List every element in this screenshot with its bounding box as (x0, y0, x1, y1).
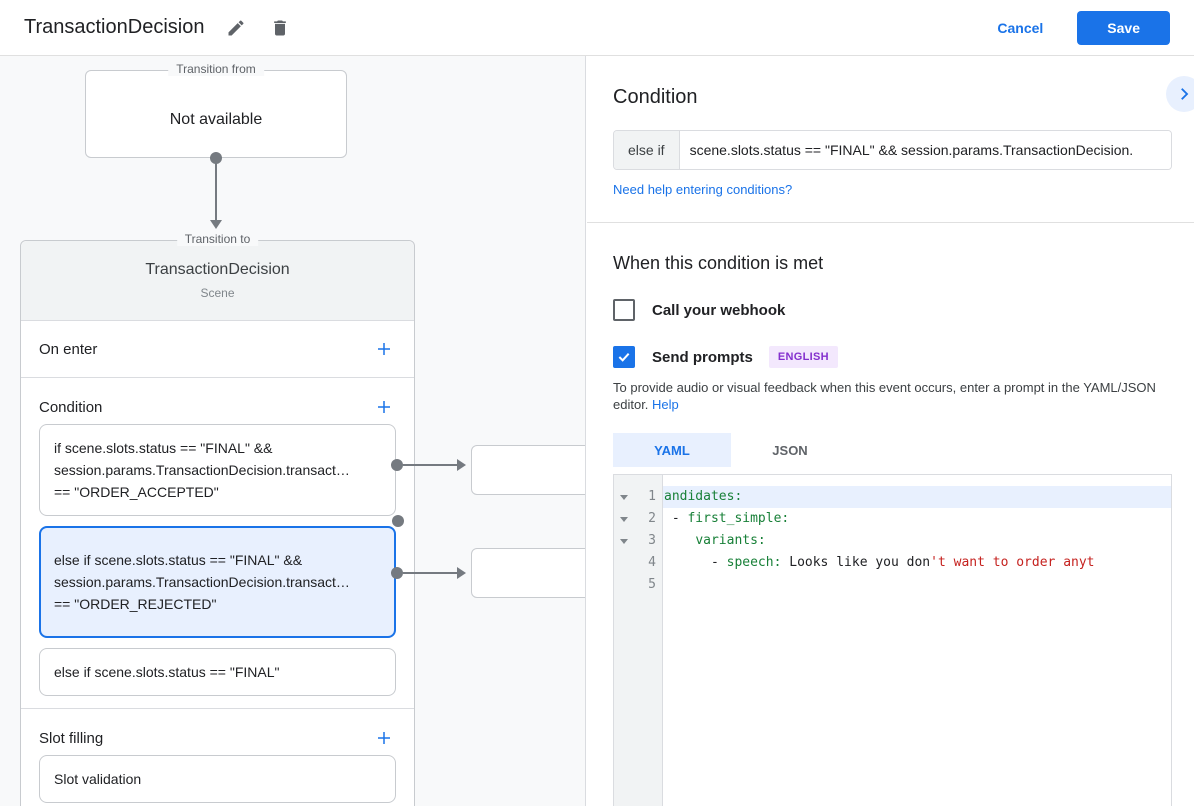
tab-yaml[interactable]: YAML (613, 433, 731, 467)
fold-toggle[interactable] (614, 494, 634, 500)
condition-card-accepted[interactable]: if scene.slots.status == "FINAL" && sess… (39, 424, 396, 516)
slot-filling-section-header: Slot filling (21, 721, 414, 755)
pencil-icon (228, 19, 244, 35)
yaml-key: first_simple: (687, 511, 790, 526)
fold-arrow-icon (620, 516, 628, 522)
language-badge: ENGLISH (768, 346, 838, 368)
transition-from-value: Not available (169, 111, 263, 128)
code-line: - speech: Looks like you don't want to o… (663, 552, 1171, 574)
line-number: 4 (648, 555, 656, 570)
slot-filling-label: Slot filling (39, 729, 104, 747)
chevron-right-icon (1181, 88, 1189, 100)
yaml-value: Looks like you don (781, 555, 931, 570)
line-number: 1 (648, 489, 656, 504)
yaml-key: speech: (726, 555, 782, 570)
arrow-right-icon (457, 567, 466, 579)
condition-input-group: else if (613, 130, 1172, 170)
condition-help-link[interactable]: Need help entering conditions? (613, 182, 793, 197)
add-on-enter-button[interactable] (372, 337, 396, 361)
fold-arrow-icon (620, 494, 628, 500)
condition-section-label: Condition (39, 398, 103, 416)
slot-validation-card[interactable]: Slot validation (39, 755, 396, 803)
send-prompts-row: Send prompts ENGLISH (613, 346, 1172, 368)
trash-icon (274, 20, 287, 35)
yaml-dash: - (664, 555, 727, 570)
connector-dot (210, 152, 222, 164)
transition-target-box[interactable] (471, 445, 585, 495)
fold-toggle[interactable] (614, 516, 634, 522)
fold-arrow-icon (620, 538, 628, 544)
line-number: 2 (648, 511, 656, 526)
yaml-indent (664, 533, 695, 548)
connector-line (403, 464, 457, 466)
transition-to-box: Transition to TransactionDecision Scene … (20, 232, 415, 806)
connector-line (403, 572, 457, 574)
on-enter-section: On enter (21, 321, 414, 378)
webhook-row: Call your webhook (613, 299, 1172, 321)
prompt-hint-text: To provide audio or visual feedback when… (613, 379, 1172, 413)
connector-line (215, 160, 217, 220)
arrow-down-icon (210, 220, 222, 229)
yaml-key: andidates: (664, 489, 743, 504)
send-prompts-checkbox[interactable] (613, 346, 635, 368)
check-icon (618, 352, 630, 362)
call-webhook-label: Call your webhook (652, 301, 786, 319)
line-number: 3 (648, 533, 656, 548)
on-enter-label: On enter (39, 340, 98, 358)
delete-scene-button[interactable] (268, 16, 292, 40)
edit-scene-button[interactable] (224, 16, 248, 40)
scene-name: TransactionDecision (145, 261, 290, 278)
condition-card-final[interactable]: else if scene.slots.status == "FINAL" (39, 648, 396, 696)
transition-target-box[interactable] (471, 548, 585, 598)
prompt-code-editor[interactable]: 1 2 3 4 5 andidates: - first_simple: var… (613, 474, 1172, 806)
collapse-panel-button[interactable] (1166, 76, 1194, 112)
cancel-button[interactable]: Cancel (997, 19, 1044, 36)
arrow-right-icon (457, 459, 466, 471)
plus-icon (378, 401, 390, 413)
scene-type-label: Scene (200, 286, 235, 300)
save-button[interactable]: Save (1077, 10, 1170, 45)
condition-card-rejected-selected[interactable]: else if scene.slots.status == "FINAL" &&… (39, 526, 396, 638)
transition-from-legend: Transition from (168, 62, 264, 76)
condition-output-dot[interactable] (391, 459, 403, 471)
yaml-dash: - (664, 511, 688, 526)
add-condition-button[interactable] (372, 395, 396, 419)
condition-prefix-label: else if (614, 131, 680, 169)
code-line (663, 574, 1171, 596)
condition-output-dot[interactable] (391, 567, 403, 579)
transition-from-box: Transition from Not available (85, 62, 347, 158)
panel-divider (587, 222, 1194, 223)
fold-toggle[interactable] (614, 538, 634, 544)
editor-gutter: 1 2 3 4 5 (614, 475, 663, 806)
line-number: 5 (648, 577, 656, 592)
page-title: TransactionDecision (24, 16, 205, 38)
section-divider (21, 708, 414, 709)
editor-code-area[interactable]: andidates: - first_simple: variants: - s… (663, 475, 1171, 806)
condition-section-header: Condition (21, 390, 414, 424)
plus-icon (378, 343, 390, 355)
code-line: andidates: (663, 486, 1171, 508)
panel-heading: Condition (613, 86, 698, 108)
send-prompts-label: Send prompts (652, 348, 753, 366)
connector-dot (392, 515, 404, 527)
condition-met-heading: When this condition is met (613, 253, 824, 273)
yaml-key: variants: (695, 533, 766, 548)
call-webhook-checkbox[interactable] (613, 299, 635, 321)
editor-format-tabs: YAML JSON (613, 433, 1172, 467)
condition-expression-input[interactable] (679, 131, 1171, 169)
scene-header[interactable]: TransactionDecision Scene (21, 241, 414, 321)
code-line: - first_simple: (663, 508, 1171, 530)
code-line: variants: (663, 530, 1171, 552)
hint-help-link[interactable]: Help (652, 397, 679, 412)
top-bar: TransactionDecision Cancel Save (0, 0, 1194, 56)
tab-json[interactable]: JSON (772, 442, 808, 458)
add-slot-button[interactable] (372, 726, 396, 750)
condition-detail-panel: Condition else if Need help entering con… (587, 56, 1194, 806)
transition-to-legend: Transition to (176, 232, 259, 246)
hint-text: To provide audio or visual feedback when… (613, 380, 1156, 412)
plus-icon (378, 732, 390, 744)
scene-flow-diagram: Transition from Not available Transition… (0, 56, 586, 806)
yaml-string: 't want to order anyt (930, 555, 1095, 570)
